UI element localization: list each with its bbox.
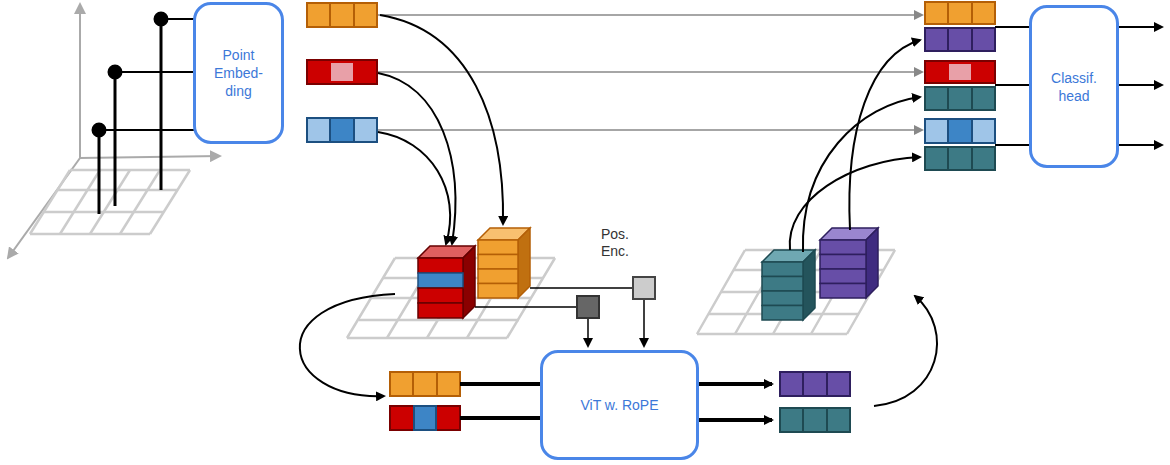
scatter-arrows: [378, 15, 503, 244]
output-sequence: [698, 372, 850, 432]
embedding-box: Point Embed- ding: [193, 2, 284, 144]
flatten-arrow: [300, 294, 395, 396]
gathered-grid: [762, 228, 878, 320]
skip-arrows: [378, 15, 922, 130]
concat-features: [925, 2, 995, 170]
annotation: Pos. Enc.: [590, 226, 640, 260]
scattered-grid: [418, 228, 530, 318]
gather-arrows: [790, 40, 920, 252]
axes: [8, 4, 220, 258]
token-vectors: [307, 3, 377, 142]
grid: [30, 170, 190, 234]
node-label: Point Embed- ding: [207, 46, 271, 100]
vit-box: ViT w. RoPE: [540, 350, 699, 460]
grid: [697, 250, 895, 334]
point-stems: [93, 13, 195, 214]
unflatten-arrow: [874, 296, 937, 406]
input-sequence: [390, 372, 540, 430]
node-label: ViT w. RoPE: [580, 396, 658, 414]
pos-enc: [475, 277, 655, 346]
node-label: Classif. head: [1043, 69, 1105, 105]
classifier-box: Classif. head: [1029, 5, 1119, 168]
